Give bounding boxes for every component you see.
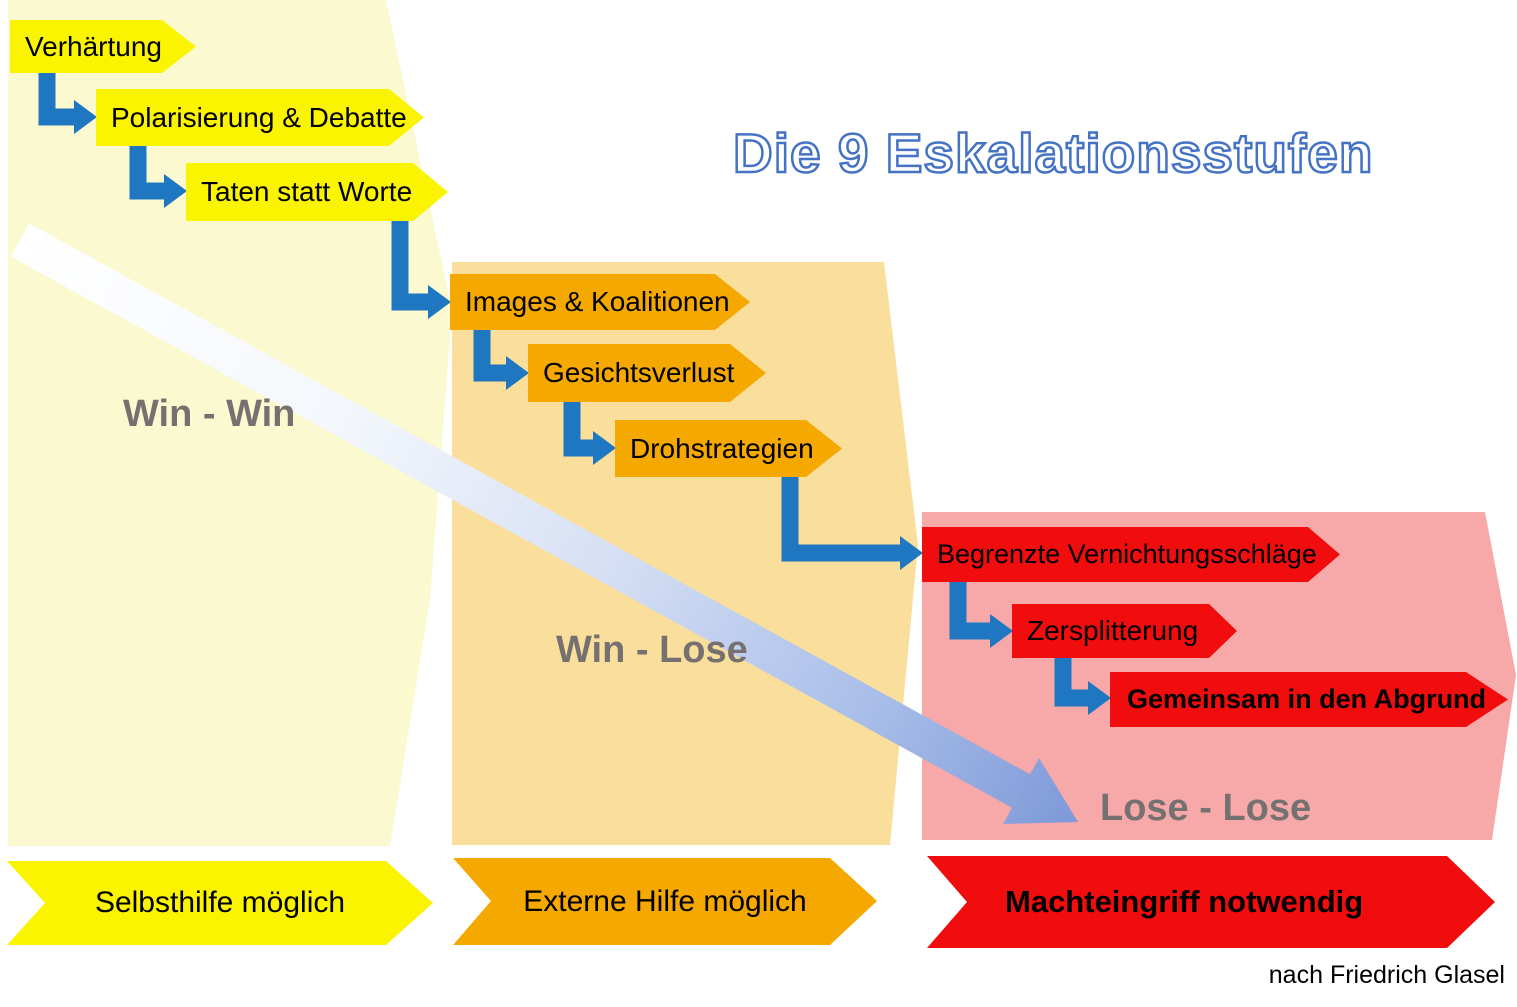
zone-label-win-lose: Win - Lose xyxy=(556,629,748,671)
banner-3-label: Machteingriff notwendig xyxy=(1005,884,1364,919)
banner-2-label: Externe Hilfe möglich xyxy=(523,884,807,918)
stage-8-zersplitterung: Zersplitterung xyxy=(1012,604,1237,658)
stage-8-label: Zersplitterung xyxy=(1027,615,1199,646)
stage-1-label: Verhärtung xyxy=(25,30,162,62)
stage-6-drohstrategien: Drohstrategien xyxy=(615,420,842,477)
stage-3-label: Taten statt Worte xyxy=(201,176,413,207)
zone-label-win-win: Win - Win xyxy=(123,393,296,435)
stage-9-gemeinsam-in-den-abgrund: Gemeinsam in den Abgrund xyxy=(1110,672,1508,727)
stage-7-begrenzte-vernichtungsschlaege: Begrenzte Vernichtungsschläge xyxy=(922,527,1340,582)
banner-1-label: Selbsthilfe möglich xyxy=(94,886,346,919)
stage-5-label: Gesichtsverlust xyxy=(543,357,735,388)
banner-machteingriff-notwendig: Machteingriff notwendig xyxy=(927,856,1495,948)
stage-5-gesichtsverlust: Gesichtsverlust xyxy=(528,344,766,402)
banner-selbsthilfe-moeglich: Selbsthilfe möglich xyxy=(7,861,433,945)
stage-9-label: Gemeinsam in den Abgrund xyxy=(1127,684,1487,714)
stage-2-label: Polarisierung & Debatte xyxy=(111,101,407,133)
stage-2-polarisierung-debatte: Polarisierung & Debatte xyxy=(96,89,424,146)
stage-6-label: Drohstrategien xyxy=(630,432,814,464)
stage-4-images-koalitionen: Images & Koalitionen xyxy=(450,274,750,330)
stage-7-label: Begrenzte Vernichtungsschläge xyxy=(937,539,1317,569)
credit-text: nach Friedrich Glasel xyxy=(1268,961,1505,989)
stage-3-taten-statt-worte: Taten statt Worte xyxy=(186,163,448,221)
page-title: Die 9 Eskalationsstufen xyxy=(732,121,1374,186)
zone-label-lose-lose: Lose - Lose xyxy=(1100,787,1312,829)
banner-externe-hilfe-moeglich: Externe Hilfe möglich xyxy=(453,858,877,945)
stage-4-label: Images & Koalitionen xyxy=(465,286,730,317)
stage-1-verhaertung: Verhärtung xyxy=(10,20,196,73)
